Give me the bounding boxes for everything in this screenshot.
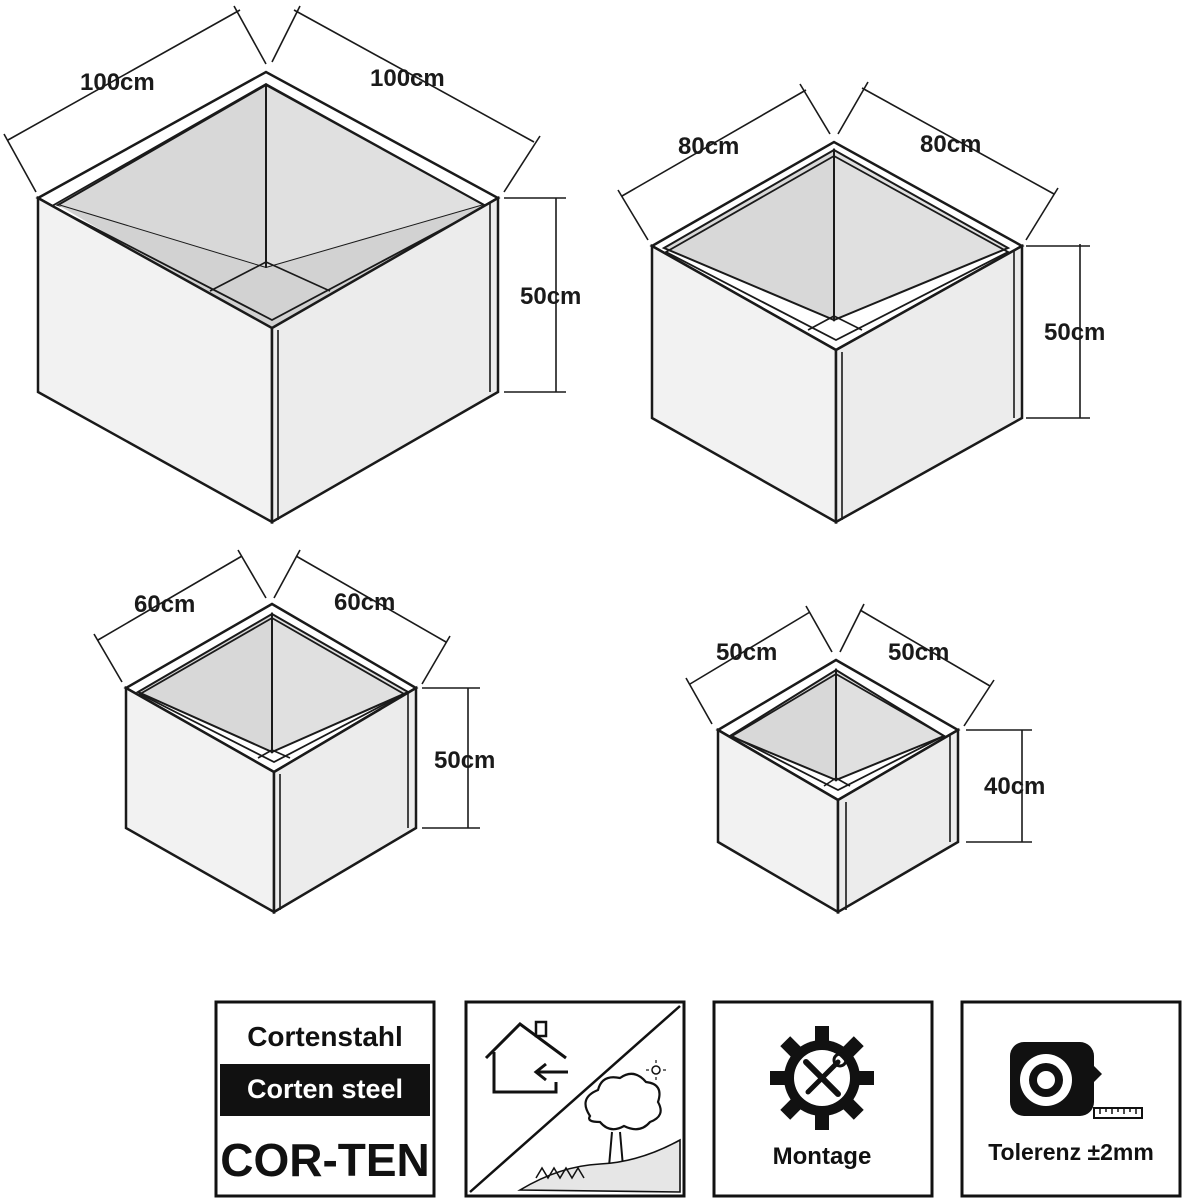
tolerance-label: Tolerenz ±2mm bbox=[988, 1139, 1154, 1165]
box-80-width-label: 80cm bbox=[678, 133, 739, 160]
gear-tools-icon bbox=[770, 1026, 874, 1130]
planter-box-80: 80cm 80cm 50cm bbox=[617, 81, 1105, 525]
assembly-label: Montage bbox=[773, 1143, 872, 1170]
sun-icon bbox=[646, 1060, 666, 1080]
box-50-depth-label: 50cm bbox=[888, 639, 949, 666]
box-80-height-label: 50cm bbox=[1044, 319, 1105, 346]
indoor-outdoor-badge bbox=[464, 1000, 686, 1198]
box-100-width-label: 100cm bbox=[80, 69, 155, 96]
material-label-de: Cortenstahl bbox=[247, 1021, 403, 1052]
box-60-depth-label: 60cm bbox=[334, 589, 395, 616]
tolerance-badge: Tolerenz ±2mm bbox=[960, 1000, 1182, 1198]
planter-box-50: 50cm 50cm 40cm bbox=[685, 603, 1045, 915]
box-60-width-label: 60cm bbox=[134, 591, 195, 618]
assembly-badge: Montage bbox=[712, 1000, 934, 1198]
box-80-depth-label: 80cm bbox=[920, 131, 981, 158]
material-badge: Cortenstahl Corten steel COR-TEN bbox=[214, 1000, 436, 1198]
box-100-depth-label: 100cm bbox=[370, 65, 445, 92]
garden-tree-icon bbox=[517, 1072, 681, 1193]
box-50-width-label: 50cm bbox=[716, 639, 777, 666]
planter-box-60: 60cm 60cm 50cm bbox=[93, 549, 495, 915]
house-arrow-icon bbox=[484, 1020, 568, 1094]
tape-measure-icon bbox=[1010, 1042, 1143, 1119]
box-60-height-label: 50cm bbox=[434, 747, 495, 774]
box-100-height-label: 50cm bbox=[520, 283, 581, 310]
box-50-height-label: 40cm bbox=[984, 773, 1045, 800]
planter-box-100: 100cm 100cm 50cm bbox=[3, 5, 581, 525]
material-label-code: COR-TEN bbox=[220, 1134, 430, 1186]
material-label-en: Corten steel bbox=[247, 1074, 403, 1104]
